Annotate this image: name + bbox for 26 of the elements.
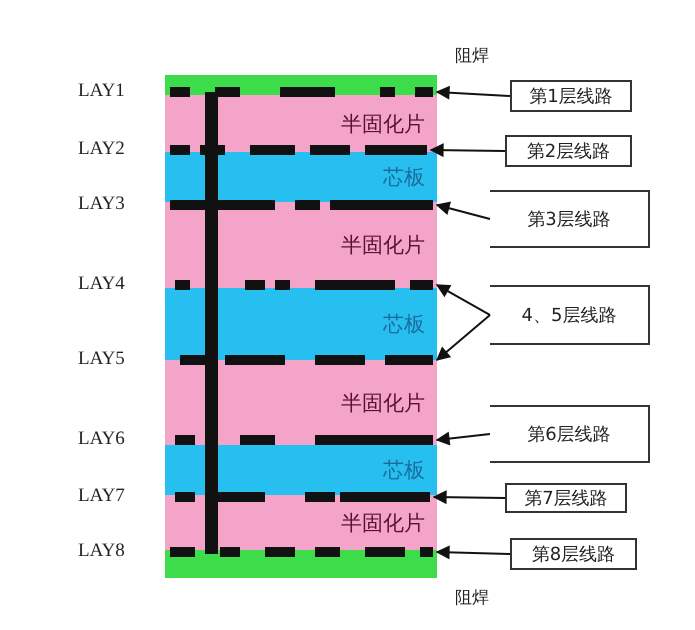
callout-box: 第8层线路 xyxy=(510,538,637,570)
core-layer: 芯板 xyxy=(165,445,437,495)
layer-number-label: LAY5 xyxy=(78,348,125,370)
callout-box: 第1层线路 xyxy=(510,80,632,112)
callout-box: 第2层线路 xyxy=(505,135,632,167)
layer-number-label: LAY8 xyxy=(78,540,125,562)
layer-number-label: LAY4 xyxy=(78,273,125,295)
arrow xyxy=(436,201,490,220)
arrow xyxy=(430,143,506,158)
layer-number-label: LAY1 xyxy=(78,80,125,102)
arrow xyxy=(436,545,510,560)
layer-number-label: LAY3 xyxy=(78,193,125,215)
callout-box: 4、5层线路 xyxy=(490,285,650,345)
arrow xyxy=(436,284,490,316)
arrow xyxy=(436,314,491,361)
callout-box: 第3层线路 xyxy=(490,190,650,248)
layer-label: 阻焊 xyxy=(455,587,489,609)
layer-label: 阻焊 xyxy=(455,45,489,67)
arrow xyxy=(436,86,510,100)
callout-box: 第6层线路 xyxy=(490,405,650,463)
layer-number-label: LAY6 xyxy=(78,428,125,450)
layer-number-label: LAY2 xyxy=(78,138,125,160)
arrow xyxy=(432,490,506,504)
layer-number-label: LAY7 xyxy=(78,485,125,507)
callout-box: 第7层线路 xyxy=(505,483,627,513)
arrow xyxy=(436,432,490,446)
